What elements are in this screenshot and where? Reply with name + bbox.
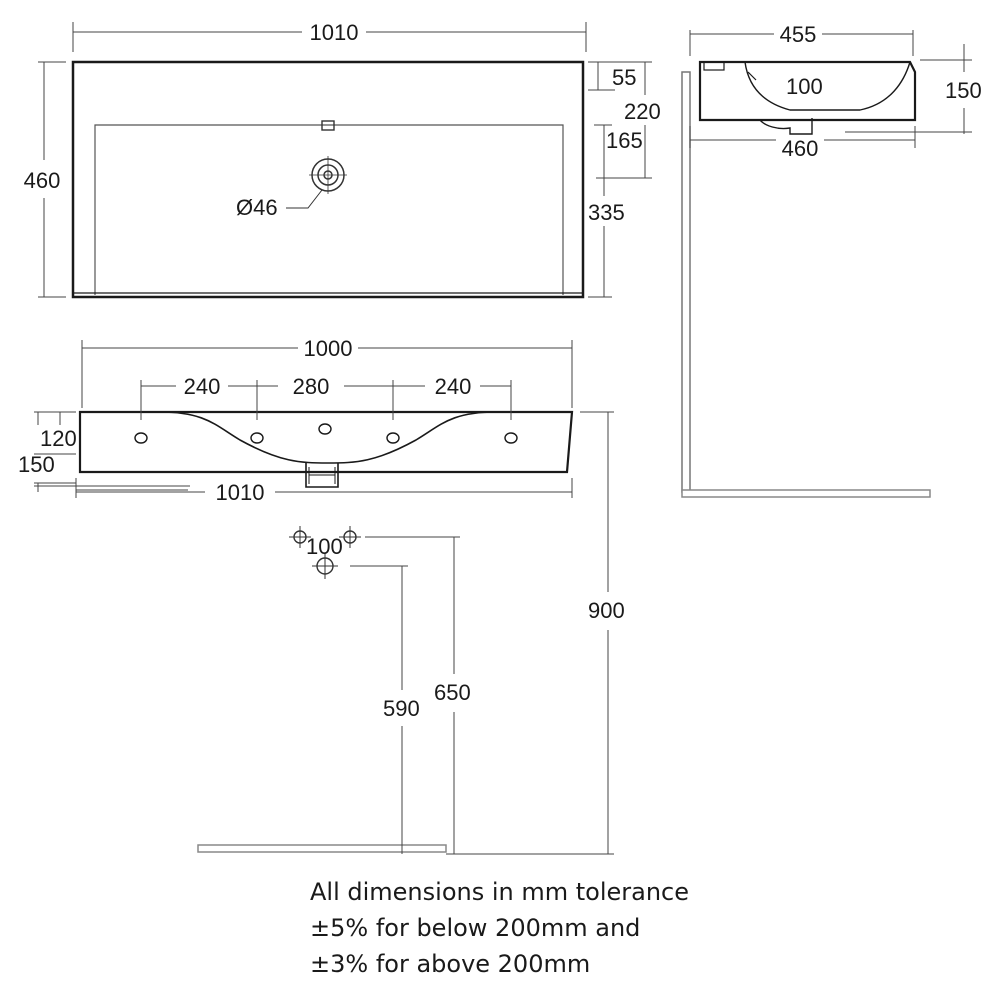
waste-pipe-symbol	[312, 553, 338, 579]
waste-outlet-top	[309, 156, 347, 194]
side-depth-bottom-label: 460	[782, 136, 819, 161]
top-view: Ø46 1010 460 55 220 165 335	[24, 20, 661, 299]
side-bowl-depth-label: 100	[786, 74, 823, 99]
tap-hole-3	[318, 423, 332, 435]
tap-hole-2	[250, 432, 264, 444]
supply-pipe-right-symbol	[339, 526, 361, 548]
tap-hole-1	[134, 432, 148, 444]
tolerance-note-line-3: ±3% for above 200mm	[310, 950, 591, 978]
waste-trap-side	[759, 118, 813, 135]
supply-pipe-left-symbol	[289, 526, 311, 548]
waste-trap-front	[305, 463, 339, 488]
front-width-label: 1010	[216, 480, 265, 505]
overflow-slot	[321, 120, 335, 131]
basin-outline-top	[71, 60, 585, 299]
supply-height-label: 650	[434, 680, 471, 705]
hole-spacing-right-label: 240	[435, 374, 472, 399]
bowl-curve-front	[159, 411, 497, 464]
bowl-outline-top	[94, 124, 564, 295]
side-height-label: 150	[945, 78, 982, 103]
overflow-side	[703, 61, 725, 71]
waste-height-label: 590	[383, 696, 420, 721]
installation-floor	[197, 844, 447, 853]
hole-spacing-centre-label: 280	[293, 374, 330, 399]
waste-offset-label: 165	[606, 128, 643, 153]
tolerance-note-line-1: All dimensions in mm tolerance	[310, 878, 690, 906]
side-view: 455 100 150 460	[681, 22, 982, 498]
waste-diameter-label: Ø46	[236, 195, 278, 220]
front-height-label: 150	[18, 452, 55, 477]
side-depth-top-label: 455	[780, 22, 817, 47]
basin-outline-side	[698, 60, 917, 122]
rim-height-install-label: 900	[588, 598, 625, 623]
installation-view: 100 590 650 900	[197, 411, 625, 855]
rear-offset-label: 55	[612, 65, 636, 90]
tap-hole-5	[504, 432, 518, 444]
hole-spacing-left-label: 240	[184, 374, 221, 399]
bowl-curve-side	[744, 61, 911, 111]
wall-section	[681, 71, 691, 493]
front-bowl-width-label: 1000	[304, 336, 353, 361]
side-floor	[681, 489, 931, 498]
tolerance-note-line-2: ±5% for below 200mm and	[310, 914, 641, 942]
top-width-label: 1010	[310, 20, 359, 45]
basin-outline-front	[78, 410, 574, 474]
trap-spacing-label: 100	[306, 534, 343, 559]
tap-hole-4	[386, 432, 400, 444]
front-view: 1000 240 280 240 120 150 1010	[18, 336, 574, 505]
bowl-depth-label: 335	[588, 200, 625, 225]
waste-diameter-leader	[286, 189, 323, 209]
tolerance-note: All dimensions in mm tolerance ±5% for b…	[310, 874, 870, 982]
rim-height-label: 120	[40, 426, 77, 451]
tap-to-waste-label: 220	[624, 99, 661, 124]
top-depth-label: 460	[24, 168, 61, 193]
